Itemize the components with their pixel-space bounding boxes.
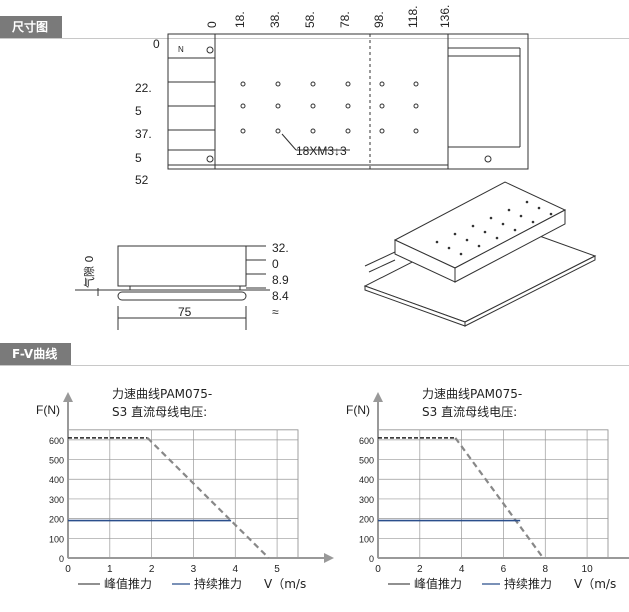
left-tick-label: 52 bbox=[135, 173, 149, 187]
top-tick-label: 0 bbox=[205, 21, 219, 28]
height-label: 8.9 bbox=[272, 273, 289, 287]
y-tick-label: 0 bbox=[369, 554, 374, 564]
section-tag-dimensions: 尺寸图 bbox=[0, 16, 63, 38]
series-peak-slope bbox=[454, 437, 545, 559]
y-tick-label: 0 bbox=[59, 554, 64, 564]
x-tick-label: 5 bbox=[274, 564, 280, 575]
iso-holes bbox=[435, 200, 553, 256]
left-tick-label: 37. bbox=[135, 127, 152, 141]
y-tick-label: 200 bbox=[359, 515, 374, 525]
legend-label-peak: 峰值推力 bbox=[414, 576, 462, 591]
legend-label-continuous: 持续推力 bbox=[504, 576, 552, 591]
top-tick-label: 38. bbox=[268, 11, 282, 28]
y-tick-label: 200 bbox=[49, 515, 64, 525]
top-tick-label: 58. bbox=[303, 11, 317, 28]
mounting-hole bbox=[206, 155, 214, 163]
top-view-drawing: 0 18. 38. 58. 78. 98. 118. 136. 0 22. 5 … bbox=[135, 5, 529, 187]
y-tick-label: 400 bbox=[359, 475, 374, 485]
y-axis-arrow bbox=[373, 392, 383, 402]
x-tick-label: 4 bbox=[232, 564, 238, 575]
legend-label-peak: 峰值推力 bbox=[104, 576, 152, 591]
x-axis-label: V（m/s bbox=[264, 577, 306, 591]
left-tick-label: 5 bbox=[135, 104, 142, 118]
left-ruler-labels: 0 22. 5 37. 5 52 bbox=[135, 37, 160, 187]
y-tick-label: 300 bbox=[49, 495, 64, 505]
x-tick-label: 6 bbox=[501, 564, 507, 575]
left-tick-label: 0 bbox=[153, 37, 160, 51]
top-tick-label: 136. bbox=[438, 5, 452, 28]
y-axis-label: F(N) bbox=[346, 403, 370, 417]
hole-callout: 18XM3↓3 bbox=[296, 144, 347, 158]
section-divider bbox=[0, 365, 629, 366]
width-label: 75 bbox=[178, 305, 192, 319]
n-mark: N bbox=[178, 45, 184, 54]
left-tick-label: 5 bbox=[135, 151, 142, 165]
chart-title: 力速曲线PAM075- bbox=[112, 387, 212, 401]
top-ruler-labels: 0 18. 38. 58. 78. 98. 118. 136. bbox=[205, 5, 452, 28]
y-tick-label: 500 bbox=[49, 456, 64, 466]
x-tick-label: 10 bbox=[582, 564, 594, 575]
x-tick-label: 1 bbox=[107, 564, 113, 575]
y-tick-label: 100 bbox=[359, 534, 374, 544]
fv-chart-2: 力速曲线PAM075-S3 直流母线电压:F(N)010020030040050… bbox=[346, 387, 629, 591]
top-tick-label: 78. bbox=[338, 11, 352, 28]
air-gap-label: 气隙 0 bbox=[82, 256, 96, 289]
x-tick-label: 4 bbox=[459, 564, 465, 575]
x-tick-label: 2 bbox=[417, 564, 423, 575]
isometric-view bbox=[363, 181, 597, 327]
chart-title: S3 直流母线电压: bbox=[112, 405, 207, 419]
y-axis-arrow bbox=[63, 392, 73, 402]
x-tick-label: 2 bbox=[149, 564, 155, 575]
x-tick-label: 0 bbox=[375, 564, 381, 575]
x-axis-label: V（m/s bbox=[574, 577, 616, 591]
height-label: 8.4 bbox=[272, 289, 289, 303]
y-tick-label: 500 bbox=[359, 456, 374, 466]
x-tick-label: 8 bbox=[542, 564, 548, 575]
y-axis-label: F(N) bbox=[36, 403, 60, 417]
section-divider bbox=[0, 38, 629, 39]
plot-frame bbox=[67, 429, 299, 559]
series-peak-slope bbox=[146, 437, 270, 559]
y-tick-label: 300 bbox=[359, 495, 374, 505]
height-label: 0 bbox=[272, 257, 279, 271]
top-tick-label: 98. bbox=[372, 11, 386, 28]
mounting-hole bbox=[484, 155, 492, 163]
plot-frame bbox=[377, 429, 609, 559]
x-tick-label: 3 bbox=[191, 564, 197, 575]
chart-title: 力速曲线PAM075- bbox=[422, 387, 522, 401]
left-tick-label: 22. bbox=[135, 81, 152, 95]
x-axis-arrow bbox=[324, 553, 334, 563]
y-tick-label: 400 bbox=[49, 475, 64, 485]
mounting-hole bbox=[206, 46, 214, 54]
y-tick-label: 100 bbox=[49, 534, 64, 544]
hole-grid bbox=[240, 81, 419, 134]
section-tag-fv-curve: F-V曲线 bbox=[0, 343, 72, 365]
top-tick-label: 118. bbox=[406, 6, 420, 28]
top-tick-label: 18. bbox=[233, 11, 247, 28]
x-tick-label: 0 bbox=[65, 564, 71, 575]
chart-title: S3 直流母线电压: bbox=[422, 405, 517, 419]
height-label: ≈ bbox=[272, 305, 279, 319]
fv-chart-1: 力速曲线PAM075-S3 直流母线电压:F(N)010020030040050… bbox=[36, 387, 334, 591]
legend-label-continuous: 持续推力 bbox=[194, 576, 242, 591]
height-label: 32. bbox=[272, 241, 289, 255]
side-view-drawing: 气隙 0 32. 0 8.9 8.4 ≈ 75 bbox=[75, 241, 289, 330]
y-tick-label: 600 bbox=[359, 436, 374, 446]
y-tick-label: 600 bbox=[49, 436, 64, 446]
